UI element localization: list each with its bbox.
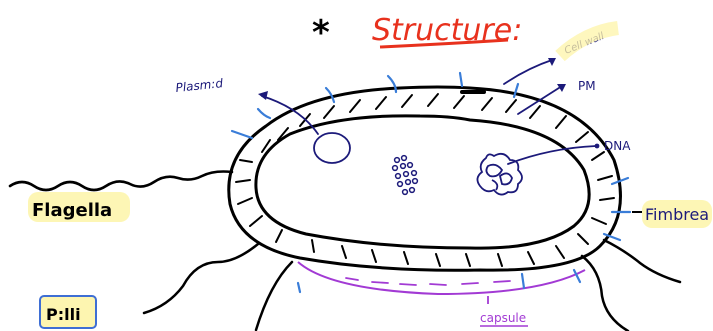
label-fimbrea: Fimbrea bbox=[645, 205, 709, 224]
cell-wall-highlight bbox=[560, 28, 618, 56]
label-capsule: capsule bbox=[480, 311, 526, 325]
title-star: * bbox=[312, 13, 330, 53]
cell-wall-hatching bbox=[236, 94, 614, 266]
label-pm: PM bbox=[578, 79, 596, 93]
dna-nucleoid bbox=[477, 154, 522, 195]
label-plasmid: Plasm:d bbox=[175, 76, 224, 95]
ribosomes bbox=[393, 156, 418, 195]
dna-pointer-dot bbox=[595, 144, 600, 149]
flagellum bbox=[10, 172, 232, 191]
label-pilli: P:lli bbox=[46, 305, 81, 324]
fimbriae bbox=[232, 73, 630, 292]
plasmid bbox=[314, 133, 350, 163]
label-flagella: Flagella bbox=[32, 200, 112, 221]
capsule-dashes bbox=[346, 278, 510, 285]
plasma-membrane bbox=[256, 116, 589, 248]
leader-lines bbox=[262, 60, 596, 164]
label-dna: DNA bbox=[604, 139, 631, 153]
cell-wall-outer bbox=[229, 87, 621, 270]
